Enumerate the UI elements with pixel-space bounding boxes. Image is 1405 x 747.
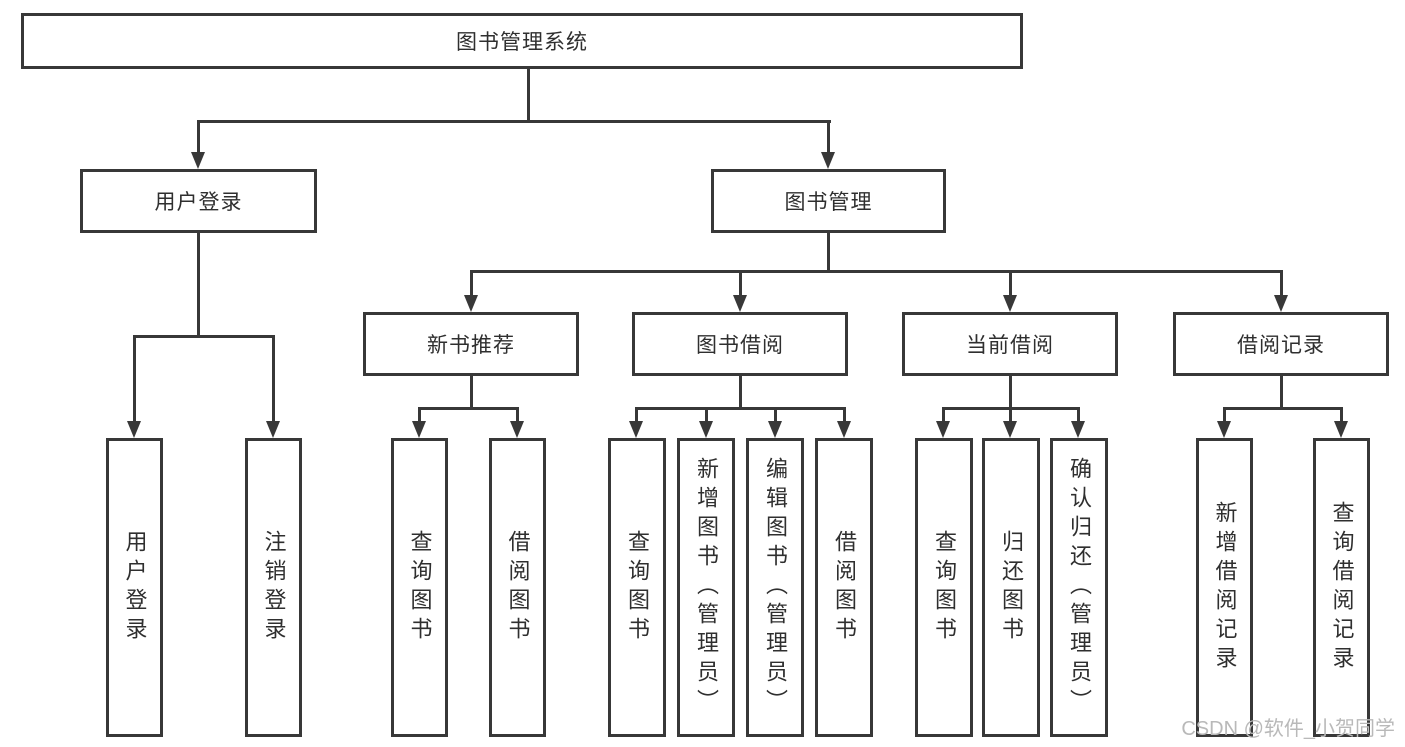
connector-line (1223, 407, 1343, 410)
connector-line (1280, 270, 1283, 297)
connector-line (1077, 407, 1080, 423)
leaf-add-borrow-record: 新增借阅记录 (1196, 438, 1253, 737)
arrow-down-icon (733, 295, 747, 312)
node-label: 查询图书 (625, 529, 650, 646)
arrow-down-icon (1003, 295, 1017, 312)
leaf-confirm-return-admin: 确认归还（管理员） (1050, 438, 1108, 737)
connector-line (527, 69, 530, 120)
connector-line (1223, 407, 1226, 423)
connector-line (418, 407, 519, 410)
connector-line (705, 407, 708, 423)
node-label: 图书管理 (784, 191, 873, 214)
arrow-down-icon (191, 152, 205, 169)
connector-line (470, 270, 1283, 273)
node-label: 借阅图书 (832, 529, 857, 646)
connector-line (1009, 270, 1012, 297)
arrow-down-icon (837, 421, 851, 438)
node-new-book-recommendation: 新书推荐 (363, 312, 579, 376)
connector-line (1340, 407, 1343, 423)
connector-line (197, 120, 831, 123)
connector-line (418, 407, 421, 423)
arrow-down-icon (768, 421, 782, 438)
arrow-down-icon (127, 421, 141, 438)
arrow-down-icon (510, 421, 524, 438)
node-label: 用户登录 (122, 529, 148, 646)
connector-line (827, 233, 830, 270)
watermark: CSDN @软件_小贺同学 (1181, 718, 1395, 740)
connector-line (635, 407, 638, 423)
node-label: 新增借阅记录 (1212, 500, 1238, 675)
node-book-borrowing: 图书借阅 (632, 312, 848, 376)
node-label: 图书管理系统 (456, 31, 588, 54)
leaf-logout: 注销登录 (245, 438, 302, 737)
node-label: 注销登录 (261, 529, 287, 646)
arrow-down-icon (1003, 421, 1017, 438)
connector-line (1009, 407, 1012, 423)
node-book-management: 图书管理 (711, 169, 946, 233)
node-library-management-system: 图书管理系统 (21, 13, 1023, 69)
node-label: 新书推荐 (427, 334, 515, 357)
arrow-down-icon (1274, 295, 1288, 312)
connector-line (470, 270, 473, 297)
node-borrowing-records: 借阅记录 (1173, 312, 1389, 376)
node-label: 查询图书 (932, 529, 957, 646)
arrow-down-icon (629, 421, 643, 438)
node-label: 用户登录 (154, 191, 243, 214)
node-label: 查询图书 (407, 529, 433, 646)
leaf-query-borrow-record: 查询借阅记录 (1313, 438, 1370, 737)
arrow-down-icon (464, 295, 478, 312)
connector-line (197, 233, 200, 335)
connector-line (1280, 376, 1283, 407)
leaf-query-books-current: 查询图书 (915, 438, 973, 737)
node-label: 图书借阅 (696, 334, 784, 357)
connector-line (516, 407, 519, 423)
leaf-edit-books-admin: 编辑图书（管理员） (746, 438, 804, 737)
arrow-down-icon (1071, 421, 1085, 438)
leaf-borrow-books-recommend: 借阅图书 (489, 438, 546, 737)
arrow-down-icon (821, 152, 835, 169)
connector-line (272, 335, 275, 423)
arrow-down-icon (412, 421, 426, 438)
node-label: 查询借阅记录 (1329, 500, 1355, 675)
arrow-down-icon (699, 421, 713, 438)
leaf-return-books: 归还图书 (982, 438, 1040, 737)
connector-line (133, 335, 275, 338)
connector-line (739, 270, 742, 297)
arrow-down-icon (936, 421, 950, 438)
arrow-down-icon (1334, 421, 1348, 438)
arrow-down-icon (266, 421, 280, 438)
leaf-query-books-recommend: 查询图书 (391, 438, 448, 737)
connector-line (197, 120, 200, 155)
connector-line (133, 335, 136, 423)
node-current-borrowing: 当前借阅 (902, 312, 1118, 376)
connector-line (739, 376, 742, 407)
node-label: 当前借阅 (966, 334, 1054, 357)
arrow-down-icon (1217, 421, 1231, 438)
connector-line (942, 407, 945, 423)
leaf-query-books-borrowing: 查询图书 (608, 438, 666, 737)
node-label: 归还图书 (999, 529, 1024, 646)
connector-line (774, 407, 777, 423)
connector-line (1009, 376, 1012, 407)
node-user-login: 用户登录 (80, 169, 317, 233)
leaf-user-login: 用户登录 (106, 438, 163, 737)
connector-line (827, 120, 830, 155)
leaf-add-books-admin: 新增图书（管理员） (677, 438, 735, 737)
node-label: 借阅图书 (505, 529, 531, 646)
connector-line (843, 407, 846, 423)
leaf-borrow-books: 借阅图书 (815, 438, 873, 737)
node-label: 编辑图书（管理员） (763, 457, 788, 718)
connector-line (635, 407, 846, 410)
node-label: 确认归还（管理员） (1067, 457, 1092, 718)
node-label: 新增图书（管理员） (694, 457, 719, 718)
connector-line (470, 376, 473, 407)
node-label: 借阅记录 (1237, 334, 1325, 357)
